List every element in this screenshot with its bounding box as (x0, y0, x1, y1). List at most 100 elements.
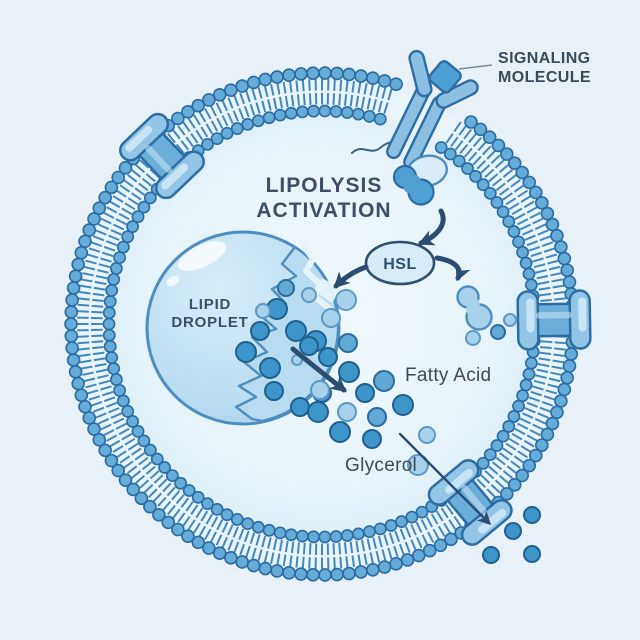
lipid-head (524, 356, 538, 370)
lipid-tail (95, 368, 108, 374)
lipid-head (522, 367, 536, 381)
lipid-head (210, 132, 224, 146)
lipid-tail (124, 202, 136, 211)
lipid-tail (482, 145, 492, 156)
lipid-tail (282, 81, 287, 94)
lipid-tail (148, 488, 158, 498)
lipid-tail (93, 357, 106, 362)
lipid-tail (94, 363, 107, 368)
lipid-head (230, 122, 244, 135)
lipid-head (201, 137, 214, 151)
lipid-tail (539, 235, 552, 242)
arrow-hsl-to-molecule (434, 255, 471, 282)
lipid-tail (157, 478, 168, 489)
lipid-head (116, 240, 130, 254)
lipid-head (528, 185, 543, 200)
lipid-tail (123, 179, 134, 188)
lipid-tail (115, 450, 127, 459)
lipid-head (64, 305, 79, 319)
lipid-tail (100, 423, 112, 431)
lipid-tail (343, 542, 348, 554)
lipid-head (373, 112, 387, 126)
lipid-tail (430, 513, 439, 525)
lipid-tail (149, 470, 160, 480)
lipid-tail (535, 374, 547, 379)
lipid-head (522, 267, 536, 281)
lipid-head (118, 473, 133, 487)
lipid-tail (267, 537, 272, 549)
lipid-tail (514, 427, 526, 436)
exported-fatty-acid-dot (523, 506, 541, 524)
lipid-tail (88, 395, 101, 401)
lipid-head (235, 79, 249, 93)
lipid-tail (94, 280, 107, 285)
lipid-tail (138, 182, 149, 192)
lipid-head (235, 555, 249, 569)
lipid-head (126, 220, 140, 233)
lipid-head (116, 394, 130, 408)
lipid-tail (490, 154, 501, 164)
lipid-tail (534, 223, 547, 230)
lipid-head (230, 513, 244, 526)
lipid-tail (366, 538, 372, 551)
lipid-tail (103, 396, 116, 403)
lipid-tail (284, 95, 289, 108)
lipid-tail (536, 368, 549, 374)
lipid-tail (510, 460, 521, 469)
lipid-head (210, 502, 224, 516)
lipid-tail (550, 371, 562, 376)
lipid-tail (210, 516, 219, 528)
lipid-tail (538, 286, 551, 291)
lipid-head (516, 245, 529, 259)
transport-channels (119, 112, 592, 546)
lipid-tail (369, 552, 374, 564)
lipid-tail (209, 531, 217, 543)
lipid-tail (498, 187, 510, 196)
lipid-tail (289, 555, 293, 568)
lipid-tail (477, 141, 487, 152)
lipid-tail (520, 195, 532, 203)
triglyceride-dot (277, 279, 295, 297)
lipid-head (443, 147, 457, 161)
lipid-head (366, 71, 380, 85)
lipid-tail (86, 389, 99, 395)
lipid-tail (333, 79, 336, 91)
lipid-tail (233, 541, 240, 554)
lipid-tail (296, 94, 301, 106)
lipid-tail (105, 240, 118, 247)
lipid-tail (232, 110, 239, 122)
lipid-head (469, 169, 482, 183)
lipid-tail (204, 108, 212, 120)
lipid-head (258, 561, 273, 576)
lipid-droplet-notch-opening (316, 278, 341, 303)
lipid-head (389, 77, 403, 91)
lipid-tail (233, 94, 240, 107)
lipid-tail (302, 93, 306, 106)
lipid-head (92, 433, 107, 447)
lipid-tail (488, 173, 499, 183)
lipid-tail (484, 168, 495, 178)
lipid-tail (532, 385, 544, 391)
lipid-tail (138, 456, 149, 466)
lipid-tail (308, 93, 312, 105)
lipid-tail (533, 263, 546, 269)
triglyceride-dot (259, 357, 281, 379)
lipid-tail (290, 541, 295, 554)
lipid-head (554, 394, 568, 408)
lipid-tail (381, 87, 387, 99)
lipid-tail (526, 434, 538, 442)
lipid-tail (131, 192, 142, 201)
lipid-tail (227, 539, 234, 551)
lipid-tail (195, 129, 204, 141)
lipid-tail (410, 539, 417, 551)
lipid-tail (232, 526, 239, 538)
lipid-tail (200, 126, 209, 138)
lipid-tail (553, 291, 566, 295)
lipid-tail (221, 99, 228, 112)
lipid-tail (338, 542, 342, 555)
lipid-tail (97, 269, 109, 274)
lipid-tail (121, 432, 133, 441)
lipid-tail (145, 465, 156, 475)
arrow-glycerol-export (398, 432, 492, 526)
lipid-tail (249, 103, 256, 116)
